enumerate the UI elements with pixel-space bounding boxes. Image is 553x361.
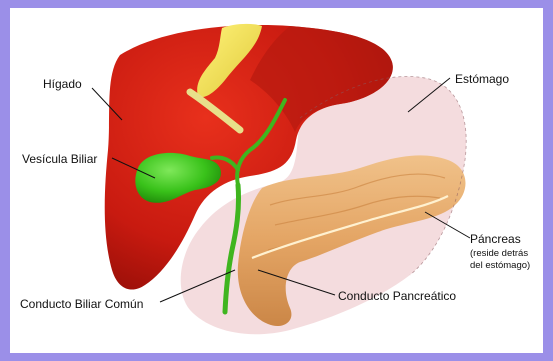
- label-pancreatic-duct: Conducto Pancreático: [338, 289, 456, 303]
- label-liver: Hígado: [43, 77, 82, 91]
- label-gallbladder: Vesícula Biliar: [22, 152, 97, 166]
- label-pancreas-note-1: (reside detrás: [470, 248, 528, 259]
- label-common-bile-duct: Conducto Biliar Común: [20, 297, 143, 311]
- label-stomach: Estómago: [455, 72, 509, 86]
- label-pancreas-note-2: del estómago): [470, 260, 530, 271]
- label-pancreas: Páncreas: [470, 232, 521, 246]
